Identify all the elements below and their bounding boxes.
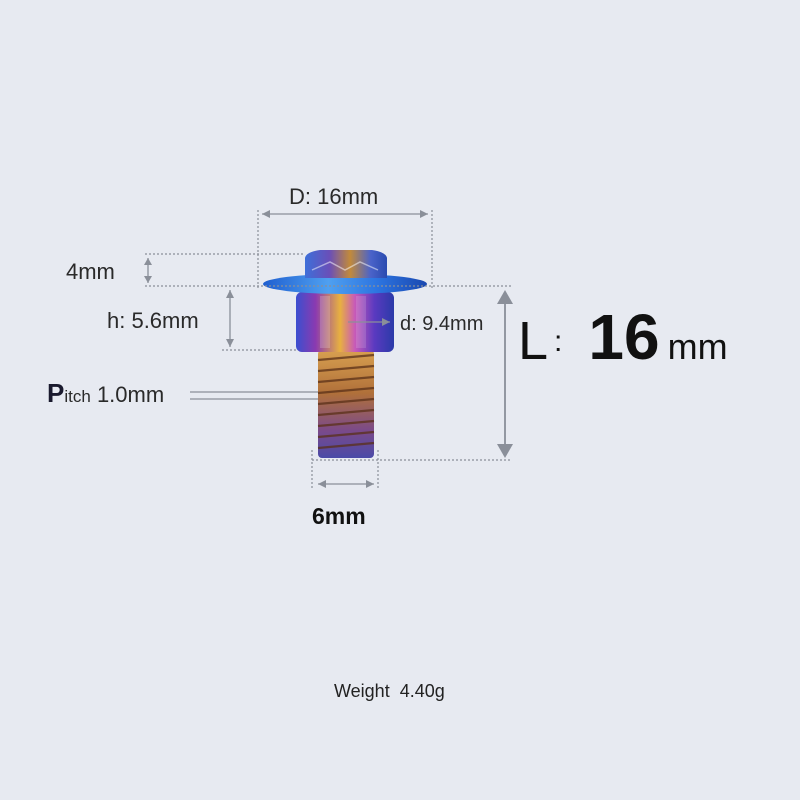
thread-lines — [317, 353, 375, 450]
flange — [263, 274, 427, 294]
length-letter: L — [518, 311, 549, 371]
pitch-label: Pitch 1.0mm — [47, 378, 164, 409]
thread-diameter-label: 6mm — [312, 503, 366, 529]
thread-shank — [318, 350, 374, 458]
head-height-label: 4mm — [66, 259, 115, 284]
dimension-lines — [145, 210, 512, 490]
weight-label: Weight 4.40g — [334, 681, 445, 701]
length-unit: mm — [667, 326, 728, 367]
head — [305, 250, 387, 278]
arrow-heads — [144, 210, 513, 488]
dimension-arrows — [147, 213, 506, 485]
length-value: 16 — [588, 301, 660, 373]
collar-diameter-label: d: 9.4mm — [400, 313, 484, 335]
pitch-rest: itch — [64, 387, 91, 406]
collar-height-label: h: 5.6mm — [107, 308, 199, 333]
pitch-initial: P — [47, 378, 65, 408]
pitch-value: 1.0mm — [96, 382, 165, 407]
head-diameter-label: D: 16mm — [289, 184, 379, 209]
length-colon: : — [554, 325, 563, 358]
bolt — [263, 250, 427, 458]
collar — [296, 292, 394, 352]
